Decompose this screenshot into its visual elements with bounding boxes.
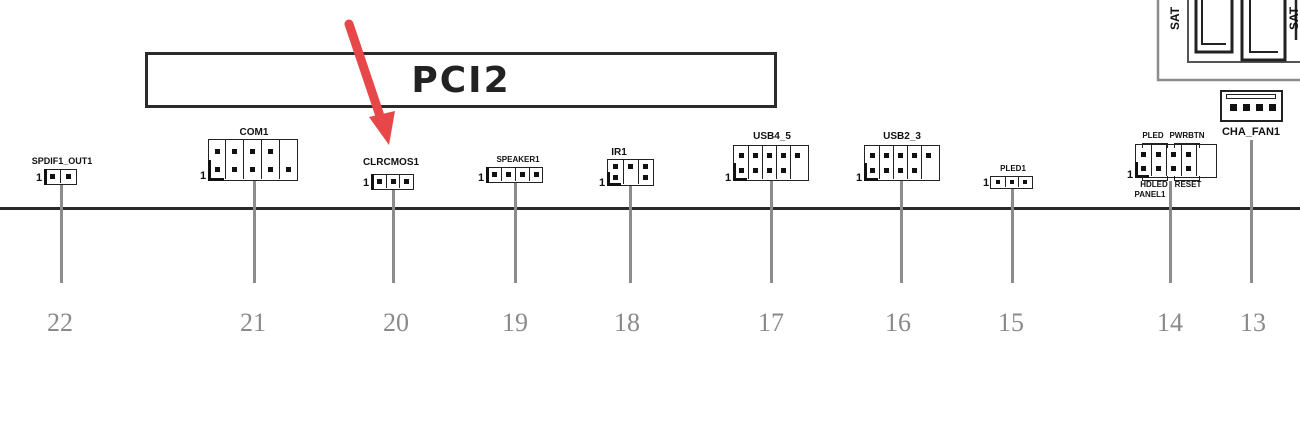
callout-15: 15: [998, 308, 1024, 337]
board-edge-line: [0, 207, 1300, 210]
panel1-reset-label: RESET: [1174, 180, 1202, 189]
pci2-label: PCI2: [411, 59, 511, 101]
spdif-leader: [60, 185, 63, 283]
panel1-pwrbtn-label: PWRBTN: [1169, 131, 1205, 140]
com1-pin1-mark: [208, 160, 224, 181]
clrcmos1-leader: [392, 190, 395, 283]
ir1-leader: [629, 186, 632, 283]
panel1-pled-bracket: [1142, 143, 1168, 148]
spdif-pin1: 1: [36, 172, 43, 184]
clrcmos1-pin1: 1: [363, 177, 370, 189]
spdif-pin1-mark: [44, 169, 47, 185]
ir1-label: IR1: [611, 147, 627, 158]
pci2-slot: PCI2: [145, 52, 777, 108]
panel1-leader: [1169, 181, 1172, 283]
callout-22: 22: [47, 308, 73, 337]
usb45-pin1: 1: [725, 172, 732, 184]
callout-16: 16: [885, 308, 911, 337]
usb45-label: USB4_5: [753, 131, 791, 142]
panel1-pin1: 1: [1127, 169, 1134, 181]
usb23-label: USB2_3: [883, 131, 921, 142]
clrcmos1-label: CLRCMOS1: [362, 157, 420, 168]
panel1-hdled-bracket: [1142, 176, 1168, 181]
callout-18: 18: [614, 308, 640, 337]
com1-pin1: 1: [200, 170, 207, 182]
clrcmos1-pin1-mark: [371, 174, 374, 190]
usb23-pin1: 1: [856, 172, 863, 184]
spdif-label: SPDIF1_OUT1: [31, 156, 93, 166]
chafan1-leader: [1250, 140, 1253, 283]
panel1-pwrbtn-bracket: [1174, 143, 1200, 148]
usb23-header: [864, 145, 940, 181]
callout-21: 21: [240, 308, 266, 337]
clrcmos1-header: [371, 174, 414, 190]
callout-19: 19: [502, 308, 528, 337]
usb23-pin1-mark: [864, 163, 878, 181]
speaker1-leader: [514, 183, 517, 283]
speaker1-pin1: 1: [478, 172, 485, 184]
pled1-label: PLED1: [1000, 164, 1026, 173]
panel1-hdled-label: HDLED: [1140, 180, 1168, 189]
pled1-pin1: 1: [983, 177, 990, 189]
usb45-pin1-mark: [733, 163, 747, 181]
callout-13: 13: [1240, 308, 1266, 337]
chafan1-label: CHA_FAN1: [1221, 126, 1281, 138]
com1-header: [208, 139, 298, 181]
usb45-leader: [770, 181, 773, 283]
spdif-header: [44, 169, 77, 185]
ir1-pin1-mark: [607, 172, 621, 186]
com1-label: COM1: [239, 127, 269, 138]
callout-14: 14: [1157, 308, 1183, 337]
ir1-header: [607, 159, 654, 186]
panel1-reset-bracket: [1174, 176, 1200, 181]
pled1-header: [990, 176, 1033, 189]
ir1-pin1: 1: [599, 177, 606, 189]
usb23-leader: [900, 181, 903, 283]
com1-leader: [253, 181, 256, 283]
callout-20: 20: [383, 308, 409, 337]
callout-17: 17: [758, 308, 784, 337]
panel1-label: PANEL1: [1134, 190, 1166, 199]
panel1-header: [1135, 144, 1217, 178]
chafan1-header: [1220, 90, 1283, 122]
speaker1-pin1-mark: [486, 167, 489, 183]
speaker1-label: SPEAKER1: [496, 155, 540, 164]
pled1-leader: [1011, 189, 1014, 283]
panel1-pled-label: PLED: [1142, 131, 1164, 140]
